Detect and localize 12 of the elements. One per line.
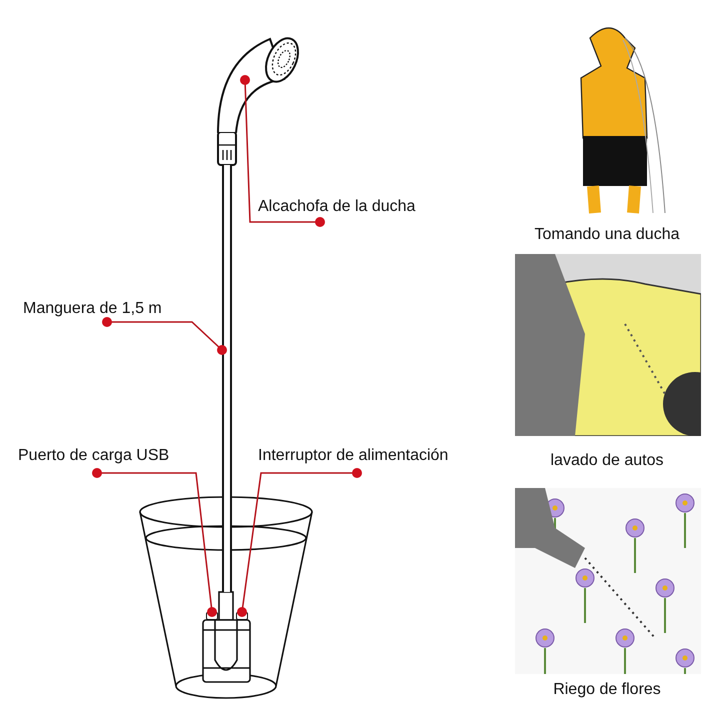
hose (222, 165, 232, 592)
callout-label: Manguera de 1,5 m (23, 300, 162, 318)
callout-label: Puerto de carga USB (18, 447, 170, 465)
leader-line (237, 468, 362, 617)
photo-caption: Tomando una ducha (534, 226, 680, 244)
callout-label: Alcachofa de la ducha (258, 198, 416, 216)
leader-line (102, 317, 227, 355)
photo-caption: lavado de autos (550, 452, 664, 470)
leader-line (92, 468, 217, 617)
callout-label: Interruptor de alimentación (258, 447, 448, 465)
leader-line (240, 75, 325, 227)
photo-caption: Riego de flores (552, 681, 662, 699)
